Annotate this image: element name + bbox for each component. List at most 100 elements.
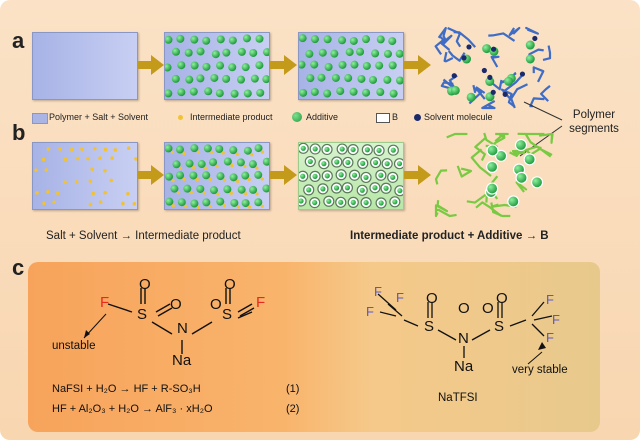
row-a-box-3-particles — [297, 34, 405, 98]
nafsi-s-left: S — [137, 306, 148, 323]
additive-particle — [254, 170, 263, 179]
b-core — [372, 185, 378, 191]
polymer-segments-green — [434, 132, 554, 218]
additive-particle — [190, 199, 199, 208]
polymer-segment — [475, 201, 503, 217]
nafsi-s-right: S — [222, 306, 233, 323]
b-core — [324, 173, 330, 179]
intermediate-particle — [98, 156, 102, 160]
additive-particle — [504, 76, 514, 86]
nafsi-o-right-top: O — [224, 276, 236, 293]
intermediate-particle — [113, 148, 118, 152]
additive-particle — [197, 160, 206, 169]
b-core — [312, 173, 318, 179]
natfsi-f-1: F — [374, 284, 382, 299]
row-b-box-3 — [295, 142, 406, 210]
b-core — [350, 146, 356, 153]
intermediate-particle — [132, 201, 137, 206]
additive-particle — [357, 74, 366, 83]
additive-particle — [254, 144, 263, 153]
intermediate-particle — [204, 166, 208, 170]
intermediate-particle — [182, 151, 186, 156]
solvent-molecule — [502, 91, 508, 97]
additive-particle — [349, 87, 358, 96]
polymer-segment — [434, 169, 448, 185]
polymer-segment — [524, 133, 552, 158]
natfsi-f-2: F — [366, 304, 374, 319]
additive-particle — [338, 36, 347, 45]
b-core — [373, 159, 379, 166]
polymer-segment — [437, 26, 448, 42]
additive-particle — [362, 88, 371, 97]
additive-particle — [176, 171, 185, 180]
nafsi-o-left-side: O — [170, 296, 182, 313]
additive-particle — [243, 89, 252, 98]
intermediate-particle — [184, 204, 188, 208]
solvent-molecule — [451, 73, 457, 79]
additive-particle — [216, 35, 225, 44]
b-core — [390, 174, 396, 180]
legend-swatch-b — [376, 113, 390, 123]
additive-particle — [190, 144, 199, 153]
polymer-segment — [440, 81, 455, 91]
nafsi-n: N — [177, 320, 188, 337]
row-b-box-3-particles — [295, 142, 406, 209]
solvent-molecule — [466, 44, 472, 50]
b-particle — [530, 176, 544, 189]
caption-right: Intermediate product + Additive → B — [350, 230, 549, 242]
legend-intermediate-product: Intermediate product — [190, 112, 273, 122]
additive-particle — [241, 63, 250, 72]
intermediate-particle — [80, 147, 84, 151]
polymer-segment — [456, 165, 473, 178]
legend-swatch-intermediate — [178, 115, 183, 120]
b-core — [396, 161, 403, 167]
intermediate-particle — [230, 163, 234, 168]
polymer-segments-blue — [434, 26, 552, 110]
additive-particle — [396, 76, 405, 85]
natfsi-s-left: S — [424, 318, 435, 335]
b-core — [307, 158, 313, 165]
equation-1-number: (1) — [286, 383, 300, 395]
additive-particle — [255, 34, 264, 43]
intermediate-particle — [126, 146, 131, 150]
additive-particle — [371, 49, 380, 58]
additive-particle — [222, 74, 231, 83]
b-core — [378, 172, 384, 178]
b-particle — [514, 138, 528, 152]
natfsi-f-4: F — [546, 292, 554, 307]
additive-particle — [388, 37, 397, 46]
additive-particle — [306, 74, 315, 83]
additive-particle — [263, 48, 272, 57]
additive-particle — [209, 186, 218, 195]
nafsi-unstable-note: unstable — [52, 340, 96, 352]
b-core — [350, 199, 356, 205]
additive-particle — [297, 60, 306, 69]
additive-particle — [165, 197, 174, 206]
b-particle — [507, 195, 520, 208]
natfsi-f-5: F — [552, 312, 560, 327]
natfsi-name: NaTFSI — [438, 392, 478, 404]
additive-particle — [237, 185, 246, 194]
solvent-molecule — [487, 74, 493, 80]
solvent-molecule — [532, 35, 538, 42]
intermediate-particle — [134, 157, 138, 161]
intermediate-particle — [88, 202, 93, 207]
b-core — [312, 146, 318, 152]
additive-particle — [170, 184, 179, 193]
additive-particle — [164, 35, 173, 44]
intermediate-particle — [90, 167, 94, 171]
intermediate-particle — [216, 192, 220, 196]
additive-particles — [297, 34, 405, 98]
additive-particle — [215, 145, 224, 154]
additive-particle — [185, 75, 194, 84]
panel-label-b: b — [12, 120, 26, 145]
b-core — [338, 199, 344, 205]
panel-label-c: c — [12, 255, 25, 280]
additive-particle — [189, 171, 198, 180]
intermediate-particle — [260, 177, 264, 181]
intermediate-particle — [260, 150, 265, 154]
equation-2-number: (2) — [286, 403, 300, 415]
intermediate-particle — [236, 205, 240, 209]
additive-particle — [383, 49, 392, 58]
natfsi-na: Na — [454, 358, 474, 375]
